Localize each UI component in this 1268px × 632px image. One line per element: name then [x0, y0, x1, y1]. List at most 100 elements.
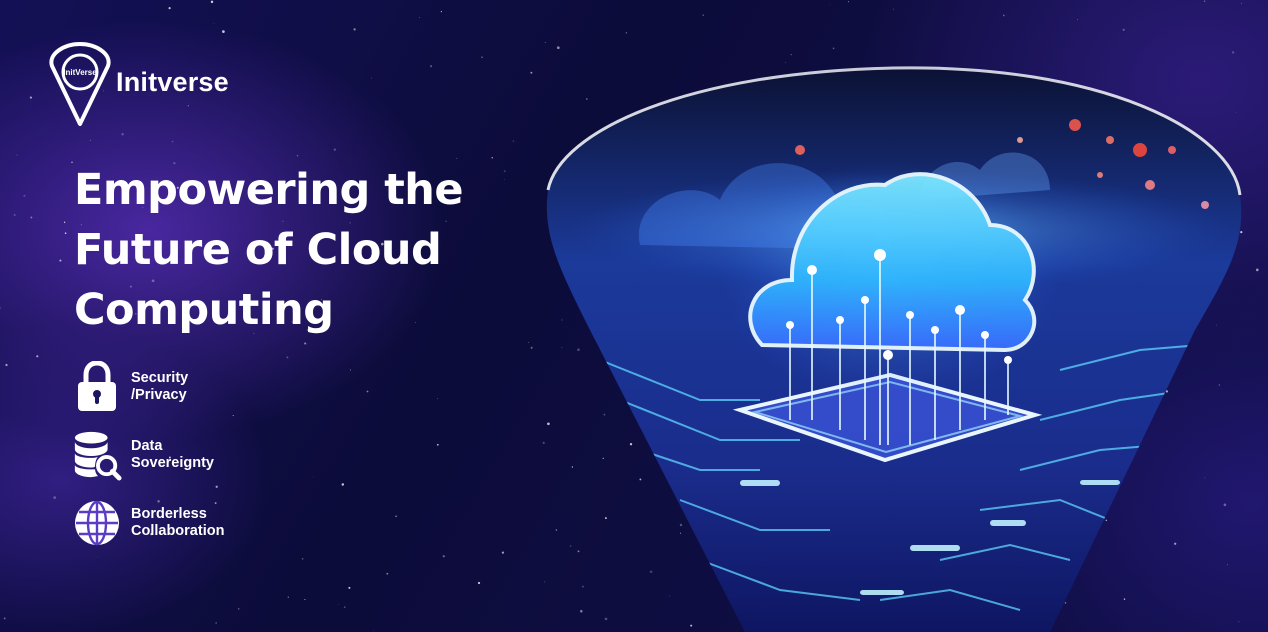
star [314, 304, 315, 306]
headline-line-1: Empowering the [74, 165, 464, 215]
star [1165, 390, 1169, 393]
lock-icon [72, 361, 122, 412]
star [80, 224, 82, 226]
star [312, 476, 314, 478]
star [430, 65, 433, 68]
star [892, 8, 894, 10]
star [1231, 51, 1235, 54]
star [215, 622, 217, 624]
star [577, 348, 580, 351]
star [477, 581, 481, 585]
star [530, 71, 533, 74]
headline: Empowering the Future of Cloud Computing [74, 160, 514, 340]
star [0, 307, 1, 309]
star [503, 170, 506, 173]
star [348, 586, 351, 589]
star [187, 105, 189, 107]
star [395, 515, 397, 518]
star [304, 342, 307, 345]
star [1105, 519, 1108, 522]
star [690, 624, 693, 627]
star [253, 332, 255, 335]
star [386, 572, 389, 575]
star [36, 355, 39, 358]
star [210, 0, 214, 4]
star [555, 529, 558, 531]
star [442, 555, 445, 558]
star [287, 596, 289, 598]
star [1216, 324, 1217, 326]
star [306, 328, 309, 331]
star [1123, 598, 1126, 600]
star [1174, 542, 1177, 545]
star [176, 186, 179, 189]
star [1218, 384, 1221, 386]
star [1235, 111, 1237, 113]
star [445, 220, 447, 222]
star [1223, 503, 1227, 507]
star [121, 133, 124, 136]
star [89, 139, 91, 141]
star [501, 551, 504, 554]
star [301, 557, 304, 560]
star [63, 221, 66, 223]
star [157, 500, 160, 503]
star [561, 346, 563, 348]
star [542, 441, 545, 445]
star [23, 194, 26, 197]
star [53, 496, 57, 499]
star [271, 247, 274, 250]
headline-line-3: Computing [74, 285, 334, 335]
star [602, 457, 604, 459]
star [5, 363, 8, 367]
feature-list: Security /Privacy Data Sovereignty [72, 360, 224, 564]
star [456, 157, 458, 159]
star [603, 413, 606, 416]
star [16, 154, 18, 156]
star [544, 581, 546, 583]
feature-data-sovereignty: Data Sovereignty [72, 428, 224, 482]
star [304, 599, 306, 601]
star [436, 443, 439, 446]
star [215, 485, 218, 488]
star [103, 90, 105, 92]
star [1240, 2, 1242, 4]
star [291, 320, 295, 324]
star [282, 220, 284, 222]
star [168, 6, 171, 10]
star [440, 11, 442, 13]
star [561, 319, 563, 321]
star [373, 630, 374, 632]
star [829, 4, 831, 6]
star [585, 98, 588, 100]
star [785, 62, 787, 64]
star [629, 443, 633, 446]
star [1064, 602, 1067, 604]
globe-icon [72, 498, 122, 548]
star [97, 556, 99, 558]
star [371, 77, 372, 79]
star [669, 595, 670, 597]
star [604, 617, 608, 621]
database-search-icon [72, 430, 122, 481]
star [142, 206, 144, 208]
star [1238, 621, 1240, 623]
star [569, 545, 572, 547]
star [528, 341, 530, 343]
star [1203, 0, 1206, 2]
brand-logo[interactable]: InitVerse Initverse [44, 42, 229, 126]
feature-borderless-collaboration-label: Borderless Collaboration [131, 506, 225, 539]
star [29, 96, 32, 99]
star [481, 56, 483, 59]
star [580, 609, 583, 613]
headline-line-2: Future of Cloud [74, 225, 442, 275]
star [556, 46, 560, 50]
star [581, 585, 584, 588]
star [337, 604, 339, 605]
star [702, 14, 704, 16]
star [160, 459, 163, 462]
star [790, 53, 792, 56]
star [1227, 564, 1229, 566]
star [173, 162, 176, 165]
